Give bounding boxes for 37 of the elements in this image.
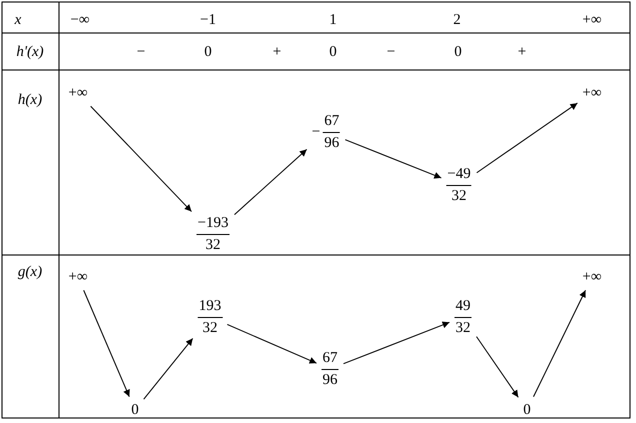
table-value: − <box>136 44 146 60</box>
fraction-value: 67 96 <box>322 350 338 388</box>
table-value: 0 <box>454 44 462 60</box>
table-value: 1 <box>329 12 337 28</box>
arrow <box>476 102 578 174</box>
arrow <box>143 338 194 400</box>
table-value: + <box>272 44 282 60</box>
arrow <box>344 139 442 179</box>
limit-value: +∞ <box>582 84 602 102</box>
table-value: −1 <box>200 12 216 28</box>
arrow <box>83 290 130 398</box>
table-value: 0 <box>329 44 337 60</box>
row-header: h(x) <box>18 92 42 108</box>
table-value: −∞ <box>70 12 90 28</box>
arrow <box>343 322 450 364</box>
table-value: − <box>386 44 396 60</box>
table-value: +∞ <box>582 12 602 28</box>
arrow <box>532 290 586 398</box>
fraction-value: 49 32 <box>454 298 472 336</box>
row-header: x <box>14 12 22 28</box>
row-header: g(x) <box>18 264 42 280</box>
fraction-value: −49 32 <box>446 166 472 204</box>
fraction-value: 193 32 <box>198 298 222 336</box>
limit-value: +∞ <box>582 268 602 286</box>
table-value: 0 <box>204 44 212 60</box>
limit-value: 0 <box>131 402 139 418</box>
arrow <box>476 336 519 398</box>
arrow <box>234 148 308 216</box>
table-value: + <box>518 44 526 60</box>
row-header: h'(x) <box>16 44 44 60</box>
table-value: 2 <box>453 12 461 28</box>
limit-value: +∞ <box>68 268 88 286</box>
arrow <box>226 324 317 364</box>
limit-value: 0 <box>523 402 531 418</box>
fraction-value: −193 32 <box>196 215 230 253</box>
limit-value: +∞ <box>68 84 88 102</box>
arrow <box>90 106 192 212</box>
